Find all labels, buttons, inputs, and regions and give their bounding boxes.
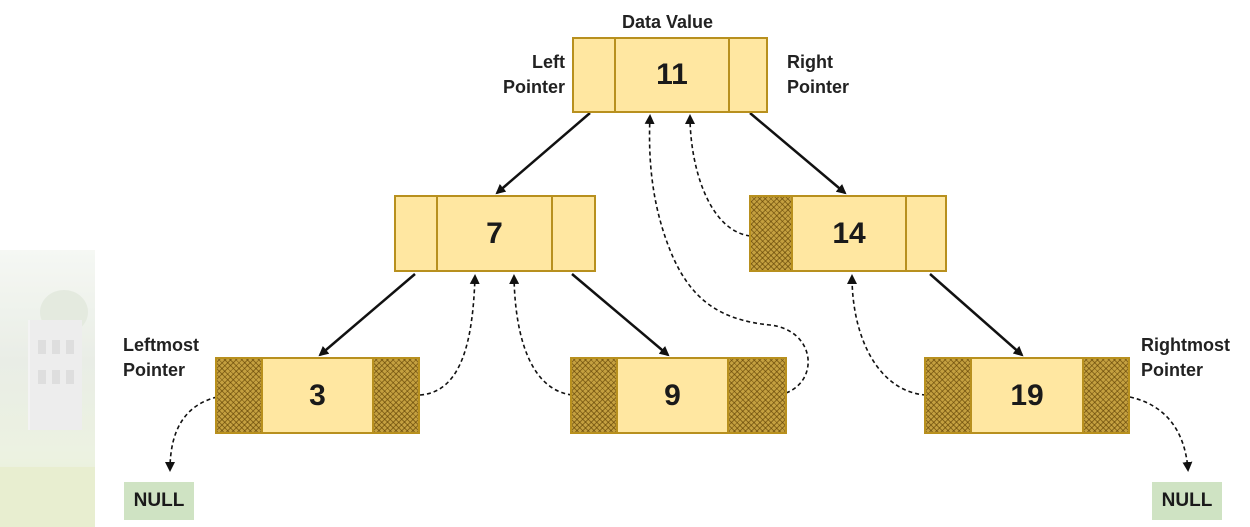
left-thread-pointer-cell: [572, 359, 618, 432]
node-value: 11: [656, 58, 688, 91]
thread-9-to-7: [509, 274, 573, 396]
edge-11-to-14: [749, 112, 847, 195]
node-value: 9: [664, 378, 681, 412]
null-box-right: NULL: [1152, 482, 1222, 520]
node-value: 3: [309, 378, 326, 412]
edge-7-to-9: [571, 273, 670, 357]
leftmost-pointer-label: Leftmost Pointer: [123, 335, 199, 380]
tree-node-3: 3: [215, 357, 420, 434]
data-value-label: Data Value: [622, 12, 714, 32]
right-pointer-cell: [551, 197, 594, 270]
left-pointer-cell: [396, 197, 438, 270]
background-photo: [0, 250, 95, 527]
right-pointer-label: Right Pointer: [787, 52, 850, 97]
right-thread-pointer-cell: [372, 359, 418, 432]
null-box-left: NULL: [124, 482, 194, 520]
node-value: 14: [832, 216, 866, 250]
thread-14-to-11: [685, 114, 751, 237]
thread-9-to-11: [644, 114, 809, 394]
tree-node-14: 14: [749, 195, 947, 272]
tree-node-19: 19: [924, 357, 1130, 434]
left-thread-pointer-cell: [751, 197, 793, 270]
thread-3-to-null: [165, 396, 218, 472]
rightmost-pointer-label: Rightmost Pointer: [1141, 335, 1230, 380]
edge-7-to-3: [318, 273, 416, 357]
thread-3-to-7: [419, 274, 480, 396]
node-value: 19: [1010, 378, 1044, 412]
left-pointer-label: Left Pointer: [503, 52, 566, 97]
node-value: 7: [486, 216, 503, 250]
edge-14-to-19: [929, 273, 1024, 357]
tree-node-11: 11: [572, 37, 768, 113]
left-thread-pointer-cell: [926, 359, 972, 432]
right-thread-pointer-cell: [1082, 359, 1128, 432]
left-thread-pointer-cell: [217, 359, 263, 432]
left-pointer-cell: [574, 39, 616, 111]
thread-19-to-null: [1129, 396, 1193, 472]
edge-11-to-7: [495, 112, 591, 195]
thread-19-to-14: [847, 274, 927, 396]
right-thread-pointer-cell: [727, 359, 785, 432]
tree-node-9: 9: [570, 357, 787, 434]
right-pointer-cell: [728, 39, 766, 111]
right-pointer-cell: [905, 197, 945, 270]
tree-node-7: 7: [394, 195, 596, 272]
